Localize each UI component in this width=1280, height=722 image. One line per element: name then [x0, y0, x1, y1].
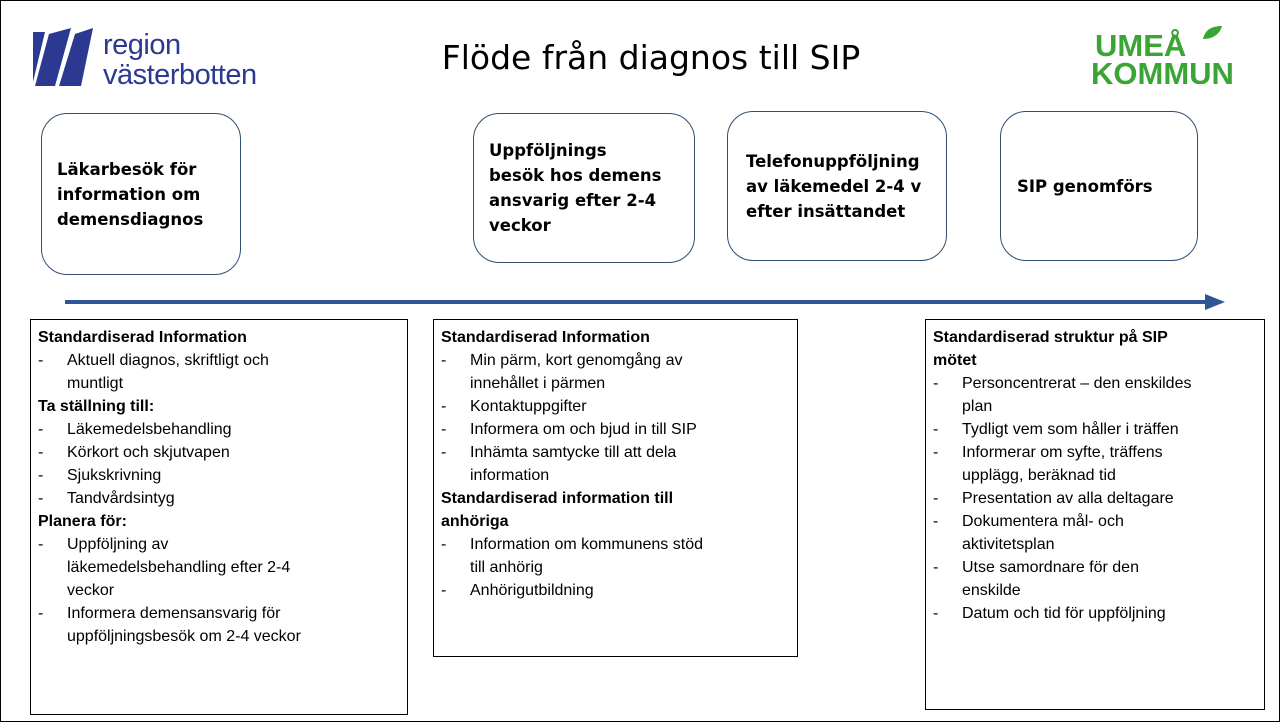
- list-item: Informera om och bjud in till SIP: [441, 418, 789, 441]
- list-item: Körkort och skjutvapen: [38, 441, 399, 464]
- section-heading-line: Standardiserad information till: [441, 490, 674, 507]
- list-item: Kontaktuppgifter: [441, 395, 789, 418]
- list-item-line: veckor: [67, 582, 115, 599]
- step-text-line: demensdiagnos: [57, 209, 204, 229]
- list-item-line: Uppföljning av: [67, 536, 169, 553]
- step-text-line: Telefonuppföljning: [746, 151, 920, 171]
- umea-logo-line2: KOMMUN: [1091, 56, 1234, 91]
- list-item: Informera demensansvarig för uppföljning…: [38, 602, 399, 648]
- list-item: Dokumentera mål- och aktivitetsplan: [933, 510, 1256, 556]
- list-item-line: Information om kommunens stöd: [470, 536, 703, 553]
- list-item: Utse samordnare för den enskilde: [933, 556, 1256, 602]
- list-item-line: Informera demensansvarig för: [67, 605, 281, 622]
- section-heading: Standardiserad struktur på SIP mötet: [933, 326, 1256, 372]
- list-item-line: Informerar om syfte, träffens: [962, 444, 1163, 461]
- step-box-sip-genomfors: SIP genomförs: [1000, 111, 1198, 261]
- section-heading-line: Standardiserad struktur på SIP: [933, 329, 1168, 346]
- list-item: Presentation av alla deltagare: [933, 487, 1256, 510]
- list-item: Information om kommunens stöd till anhör…: [441, 533, 789, 579]
- list-item-line: muntligt: [67, 375, 124, 392]
- list-item: Anhörigutbildning: [441, 579, 789, 602]
- step-text-line: information om: [57, 184, 201, 204]
- section-heading-line: mötet: [933, 352, 977, 369]
- list-item-line: Aktuell diagnos, skriftligt och: [67, 352, 269, 369]
- region-logo-line2: västerbotten: [103, 59, 257, 91]
- step-text-line: SIP genomförs: [1017, 176, 1153, 196]
- section-heading: Standardiserad Information: [38, 329, 247, 346]
- list-item: Sjukskrivning: [38, 464, 399, 487]
- umea-logo-line1: UMEÅ: [1095, 28, 1187, 63]
- list-item-line: plan: [962, 398, 993, 415]
- region-logo-line1: region: [103, 29, 181, 61]
- list-item-line: Min pärm, kort genomgång av: [470, 352, 683, 369]
- section-heading: Standardiserad information till anhöriga: [441, 487, 789, 533]
- step-box-lakarbesok: Läkarbesök för information om demensdiag…: [41, 113, 241, 275]
- region-vasterbotten-logo: region västerbotten: [31, 26, 271, 96]
- list-item-line: enskilde: [962, 582, 1021, 599]
- info-box-lakarbesok: Standardiserad Information Aktuell diagn…: [30, 319, 408, 715]
- list-item: Informerar om syfte, träffens upplägg, b…: [933, 441, 1256, 487]
- list-item: Tydligt vem som håller i träffen: [933, 418, 1256, 441]
- list-item: Inhämta samtycke till att dela informati…: [441, 441, 789, 487]
- info-box-uppfoljning: Standardiserad Information Min pärm, kor…: [433, 319, 798, 657]
- umea-kommun-logo: UMEÅ KOMMUN: [1091, 25, 1266, 95]
- step-text-line: av läkemedel 2-4 v: [746, 176, 922, 196]
- step-text-line: ansvarig efter 2-4: [489, 191, 657, 210]
- list-item: Min pärm, kort genomgång av innehållet i…: [441, 349, 789, 395]
- list-item: Tandvårdsintyg: [38, 487, 399, 510]
- step-box-telefonuppfoljning: Telefonuppföljning av läkemedel 2-4 v ef…: [727, 111, 947, 261]
- step-text-line: Läkarbesök för: [57, 159, 197, 179]
- section-heading: Standardiserad Information: [441, 329, 650, 346]
- list-item: Personcentrerat – den enskildes plan: [933, 372, 1256, 418]
- list-item-line: innehållet i pärmen: [470, 375, 606, 392]
- step-text-line: besök hos demens: [489, 166, 662, 185]
- leaf-icon: [1203, 26, 1222, 39]
- list-item-line: läkemedelsbehandling efter 2-4: [67, 559, 291, 576]
- region-logo-mark-icon: [33, 28, 93, 86]
- list-item: Datum och tid för uppföljning: [933, 602, 1256, 625]
- info-box-sip: Standardiserad struktur på SIP mötet Per…: [925, 319, 1265, 710]
- step-text-line: efter insättandet: [746, 201, 906, 221]
- step-text-line: veckor: [489, 216, 551, 235]
- section-heading-line: anhöriga: [441, 513, 509, 530]
- list-item-line: Utse samordnare för den: [962, 559, 1139, 576]
- list-item: Aktuell diagnos, skriftligt och muntligt: [38, 349, 399, 395]
- list-item-line: Dokumentera mål- och: [962, 513, 1124, 530]
- list-item-line: aktivitetsplan: [962, 536, 1055, 553]
- list-item-line: uppföljningsbesök om 2-4 veckor: [67, 628, 301, 645]
- timeline-arrow: [65, 294, 1225, 310]
- list-item: Uppföljning av läkemedelsbehandling efte…: [38, 533, 399, 602]
- list-item-line: Personcentrerat – den enskildes: [962, 375, 1192, 392]
- step-text-line: Uppföljnings: [489, 141, 607, 160]
- list-item-line: Inhämta samtycke till att dela: [470, 444, 677, 461]
- list-item: Läkemedelsbehandling: [38, 418, 399, 441]
- page-title: Flöde från diagnos till SIP: [441, 38, 861, 77]
- list-item-line: upplägg, beräknad tid: [962, 467, 1116, 484]
- step-box-uppfoljningsbesok: Uppföljnings besök hos demens ansvarig e…: [473, 113, 695, 263]
- section-heading: Ta ställning till:: [38, 398, 155, 415]
- list-item-line: till anhörig: [470, 559, 543, 576]
- section-heading: Planera för:: [38, 513, 127, 530]
- list-item-line: information: [470, 467, 550, 484]
